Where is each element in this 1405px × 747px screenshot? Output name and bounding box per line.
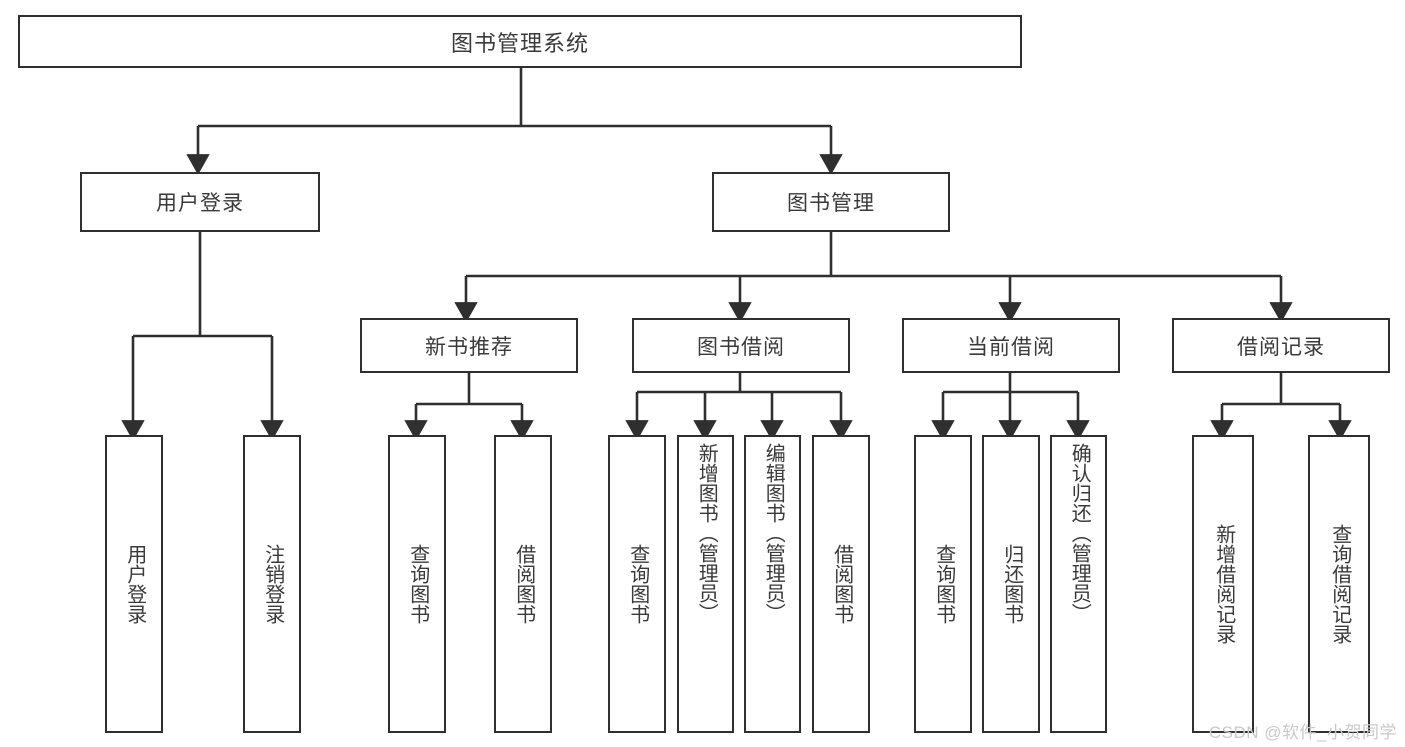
leaf-inner: 查询图书 [610, 443, 664, 725]
node-leaf-query-borrow-record-label: 查询借阅记录 [1328, 524, 1351, 644]
node-new-book-recommend[interactable]: 新书推荐 [360, 318, 578, 373]
node-user-login-label: 用户登录 [156, 192, 244, 215]
node-leaf-borrow-book-rec-label: 借阅图书 [512, 544, 535, 624]
node-leaf-add-borrow-record-label: 新增借阅记录 [1212, 524, 1235, 644]
node-leaf-return-book[interactable]: 归还图书 [982, 435, 1040, 733]
node-book-manage[interactable]: 图书管理 [712, 172, 950, 232]
node-current-borrow[interactable]: 当前借阅 [902, 318, 1120, 373]
leaf-inner: 借阅图书 [814, 443, 868, 725]
node-book-manage-label: 图书管理 [787, 192, 875, 215]
leaf-inner: 用户登录 [107, 443, 161, 725]
node-leaf-edit-book[interactable]: 编辑图书（管理员） [744, 435, 801, 733]
node-leaf-borrow-book-borrow[interactable]: 借阅图书 [812, 435, 870, 733]
leaf-inner: 查询图书 [916, 443, 970, 725]
leaf-inner: 借阅图书 [496, 443, 550, 725]
node-book-borrow-label: 图书借阅 [697, 335, 785, 359]
node-leaf-borrow-book-borrow-label: 借阅图书 [830, 544, 853, 624]
leaf-inner: 注销登录 [245, 443, 299, 725]
node-leaf-query-book-borrow[interactable]: 查询图书 [608, 435, 666, 733]
node-user-login[interactable]: 用户登录 [80, 172, 320, 232]
node-book-borrow[interactable]: 图书借阅 [632, 318, 850, 373]
node-borrow-record-label: 借阅记录 [1237, 335, 1325, 359]
node-root-system[interactable]: 图书管理系统 [18, 15, 1022, 68]
node-leaf-return-book-label: 归还图书 [1000, 544, 1023, 624]
node-leaf-query-book-rec[interactable]: 查询图书 [388, 435, 446, 733]
node-leaf-query-book-rec-label: 查询图书 [406, 544, 429, 624]
node-leaf-query-book-current-label: 查询图书 [932, 544, 955, 624]
node-leaf-add-borrow-record[interactable]: 新增借阅记录 [1192, 435, 1254, 733]
node-leaf-confirm-return[interactable]: 确认归还（管理员） [1050, 435, 1107, 733]
node-leaf-edit-book-label: 编辑图书（管理员） [762, 443, 785, 623]
node-root-label: 图书管理系统 [450, 30, 589, 56]
node-leaf-user-login[interactable]: 用户登录 [105, 435, 163, 733]
leaf-inner: 查询图书 [390, 443, 444, 725]
node-new-book-recommend-label: 新书推荐 [425, 335, 513, 359]
node-leaf-borrow-book-rec[interactable]: 借阅图书 [494, 435, 552, 733]
node-leaf-add-book[interactable]: 新增图书（管理员） [677, 435, 734, 733]
node-leaf-add-book-label: 新增图书（管理员） [695, 443, 718, 623]
node-leaf-logout-login[interactable]: 注销登录 [243, 435, 301, 733]
node-leaf-user-login-label: 用户登录 [123, 544, 146, 624]
node-borrow-record[interactable]: 借阅记录 [1172, 318, 1390, 373]
node-leaf-confirm-return-label: 确认归还（管理员） [1068, 443, 1091, 623]
node-leaf-query-book-borrow-label: 查询图书 [626, 544, 649, 624]
node-current-borrow-label: 当前借阅 [967, 335, 1055, 359]
node-leaf-query-book-current[interactable]: 查询图书 [914, 435, 972, 733]
leaf-inner: 归还图书 [984, 443, 1038, 725]
node-leaf-logout-login-label: 注销登录 [261, 544, 284, 624]
node-leaf-query-borrow-record[interactable]: 查询借阅记录 [1308, 435, 1370, 733]
csdn-watermark: CSDN @软件_小贺同学 [1208, 723, 1397, 742]
leaf-inner: 查询借阅记录 [1310, 443, 1368, 725]
leaf-inner: 新增借阅记录 [1194, 443, 1252, 725]
